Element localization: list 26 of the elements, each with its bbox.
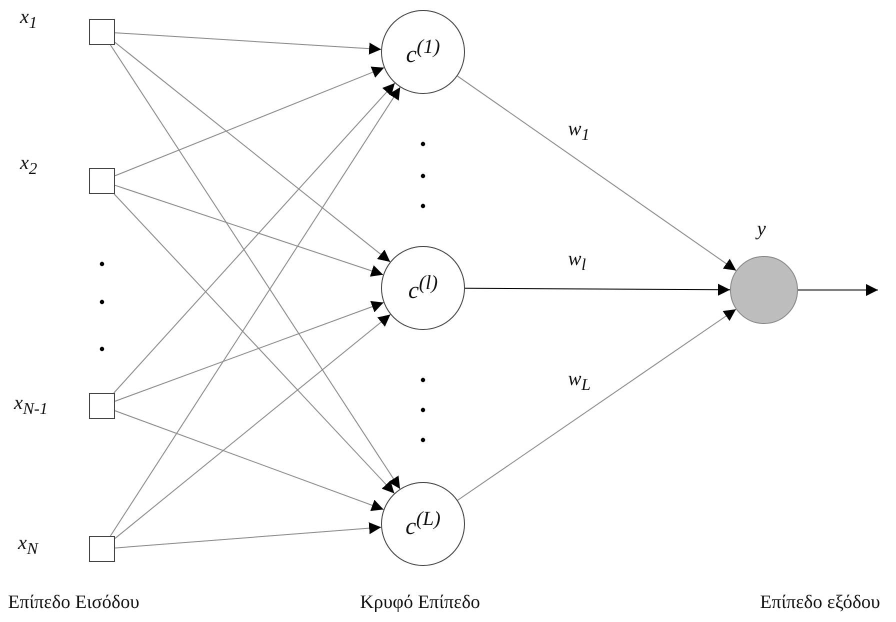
arrow (798, 284, 878, 296)
arrow (114, 301, 384, 402)
arrow (114, 42, 391, 262)
input-square (89, 168, 115, 194)
arrow (114, 32, 382, 55)
input-square (89, 19, 115, 45)
arrow (114, 314, 391, 539)
arrow (464, 284, 730, 296)
input-square (89, 393, 115, 419)
layer-caption: Επίπεδο εξόδου (760, 592, 880, 614)
arrow (114, 66, 385, 176)
arrow (114, 194, 395, 494)
arrow (457, 308, 736, 501)
arrow (456, 76, 737, 272)
arrow (110, 86, 401, 536)
layer-caption: Επίπεδο Εισόδου (8, 592, 140, 614)
neuron-label: c$^{(L)}$ (405, 508, 441, 540)
neuron-label: c$^{(1)}$ (406, 36, 440, 68)
arrow (114, 522, 382, 548)
neuron-label: c$^{(l)}$ (408, 272, 438, 304)
layer-caption: Κρυφό Επίπεδο (360, 592, 480, 614)
arrow (114, 184, 384, 277)
arrow (110, 44, 401, 490)
arrow (114, 410, 384, 511)
arrow (113, 82, 396, 394)
input-square (89, 536, 115, 562)
